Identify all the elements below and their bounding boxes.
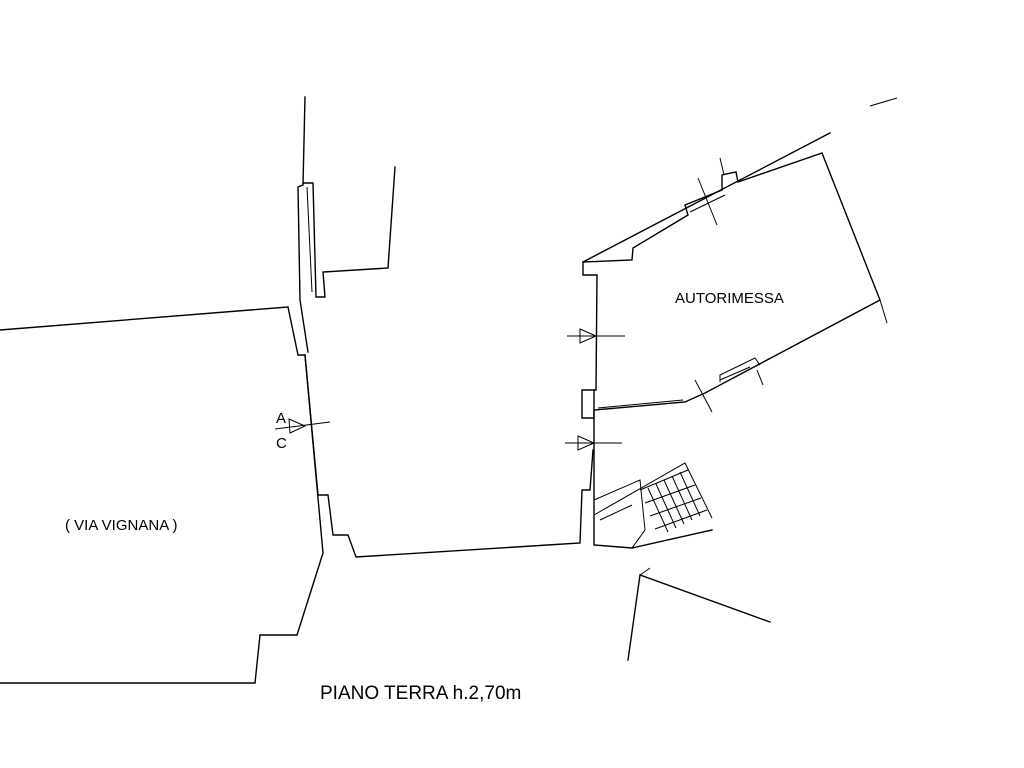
- street-block-left: [0, 306, 594, 684]
- wall-upper-left: [297, 96, 396, 353]
- wall-lower-right: [627, 567, 771, 661]
- section-mark-a: A: [276, 410, 286, 427]
- room-label-garage: AUTORIMESSA: [675, 290, 784, 307]
- garage-room: [581, 132, 888, 419]
- street-label: ( VIA VIGNANA ): [65, 517, 178, 534]
- section-mark-c: C: [276, 435, 287, 452]
- section-arrow-garage-lower: [565, 435, 622, 451]
- section-arrow-garage-upper: [567, 328, 625, 344]
- staircase: [593, 389, 713, 549]
- section-arrow-ac: [274, 418, 331, 434]
- door-ticks: [694, 97, 898, 413]
- floor-caption: PIANO TERRA h.2,70m: [320, 683, 521, 704]
